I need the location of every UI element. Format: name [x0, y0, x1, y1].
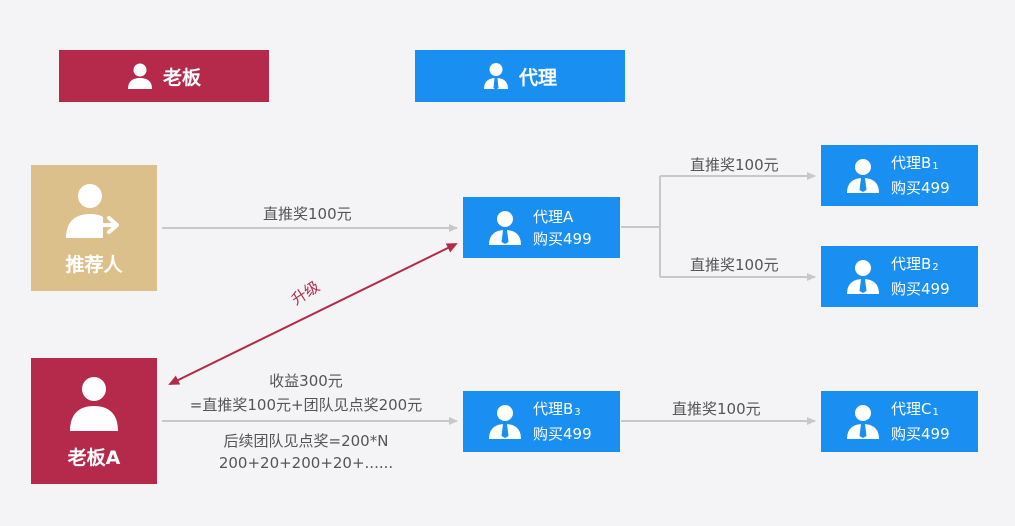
edge-label-b3-to-c1: 直推奖100元 — [672, 400, 761, 418]
boss-a-label: 老板A — [67, 446, 121, 469]
agent-b1-name: 代理B1 — [891, 154, 939, 172]
person-with-tie-icon — [847, 259, 879, 294]
agent-b3-buy: 购买499 — [533, 425, 592, 443]
person-with-tie-icon — [489, 210, 521, 245]
edge-upgrade — [168, 243, 458, 385]
agent-c1-node: 代理C1 购买499 — [821, 391, 978, 452]
person-with-tie-icon — [847, 404, 879, 439]
person-with-tie-icon — [847, 158, 879, 193]
edge-label-a-to-b1: 直推奖100元 — [690, 156, 779, 174]
legend-boss: 老板 — [59, 50, 269, 102]
agent-b2-buy: 购买499 — [891, 280, 950, 298]
referrer-label: 推荐人 — [65, 253, 123, 276]
agent-c1-name: 代理C1 — [891, 400, 939, 418]
agent-b1-buy: 购买499 — [891, 179, 950, 197]
legend-boss-label: 老板 — [162, 66, 201, 89]
income-line-1: 收益300元 — [269, 372, 343, 390]
person-with-tie-icon — [489, 404, 521, 439]
agent-b2-name: 代理B2 — [891, 255, 939, 273]
agent-b3-node: 代理B3 购买499 — [463, 391, 620, 452]
income-line-2: =直推奖100元+团队见点奖200元 — [189, 396, 423, 414]
agent-b1-node: 代理B1 购买499 — [821, 145, 978, 206]
agent-a-name: 代理A — [533, 207, 574, 226]
edge-label-a-to-b2: 直推奖100元 — [690, 256, 779, 274]
agent-c1-buy: 购买499 — [891, 425, 950, 443]
agent-b2-node: 代理B2 购买499 — [821, 246, 978, 307]
edge-label-referrer-to-a: 直推奖100元 — [263, 205, 352, 223]
person-with-tie-icon — [483, 63, 508, 90]
boss-a-box: 老板A — [31, 358, 157, 484]
person-icon — [70, 376, 118, 431]
agent-a-node: 代理A 购买499 — [463, 197, 620, 258]
legend-agent: 代理 — [415, 50, 625, 102]
followup-line-1: 后续团队见点奖=200*N — [223, 432, 389, 450]
person-arrow-icon — [66, 183, 119, 238]
referrer-box: 推荐人 — [31, 165, 157, 291]
person-icon — [127, 63, 152, 89]
agent-b3-name: 代理B3 — [533, 400, 581, 418]
legend-agent-label: 代理 — [518, 66, 557, 89]
agent-a-buy: 购买499 — [533, 229, 592, 248]
followup-line-2: 200+20+200+20+...... — [218, 454, 394, 472]
